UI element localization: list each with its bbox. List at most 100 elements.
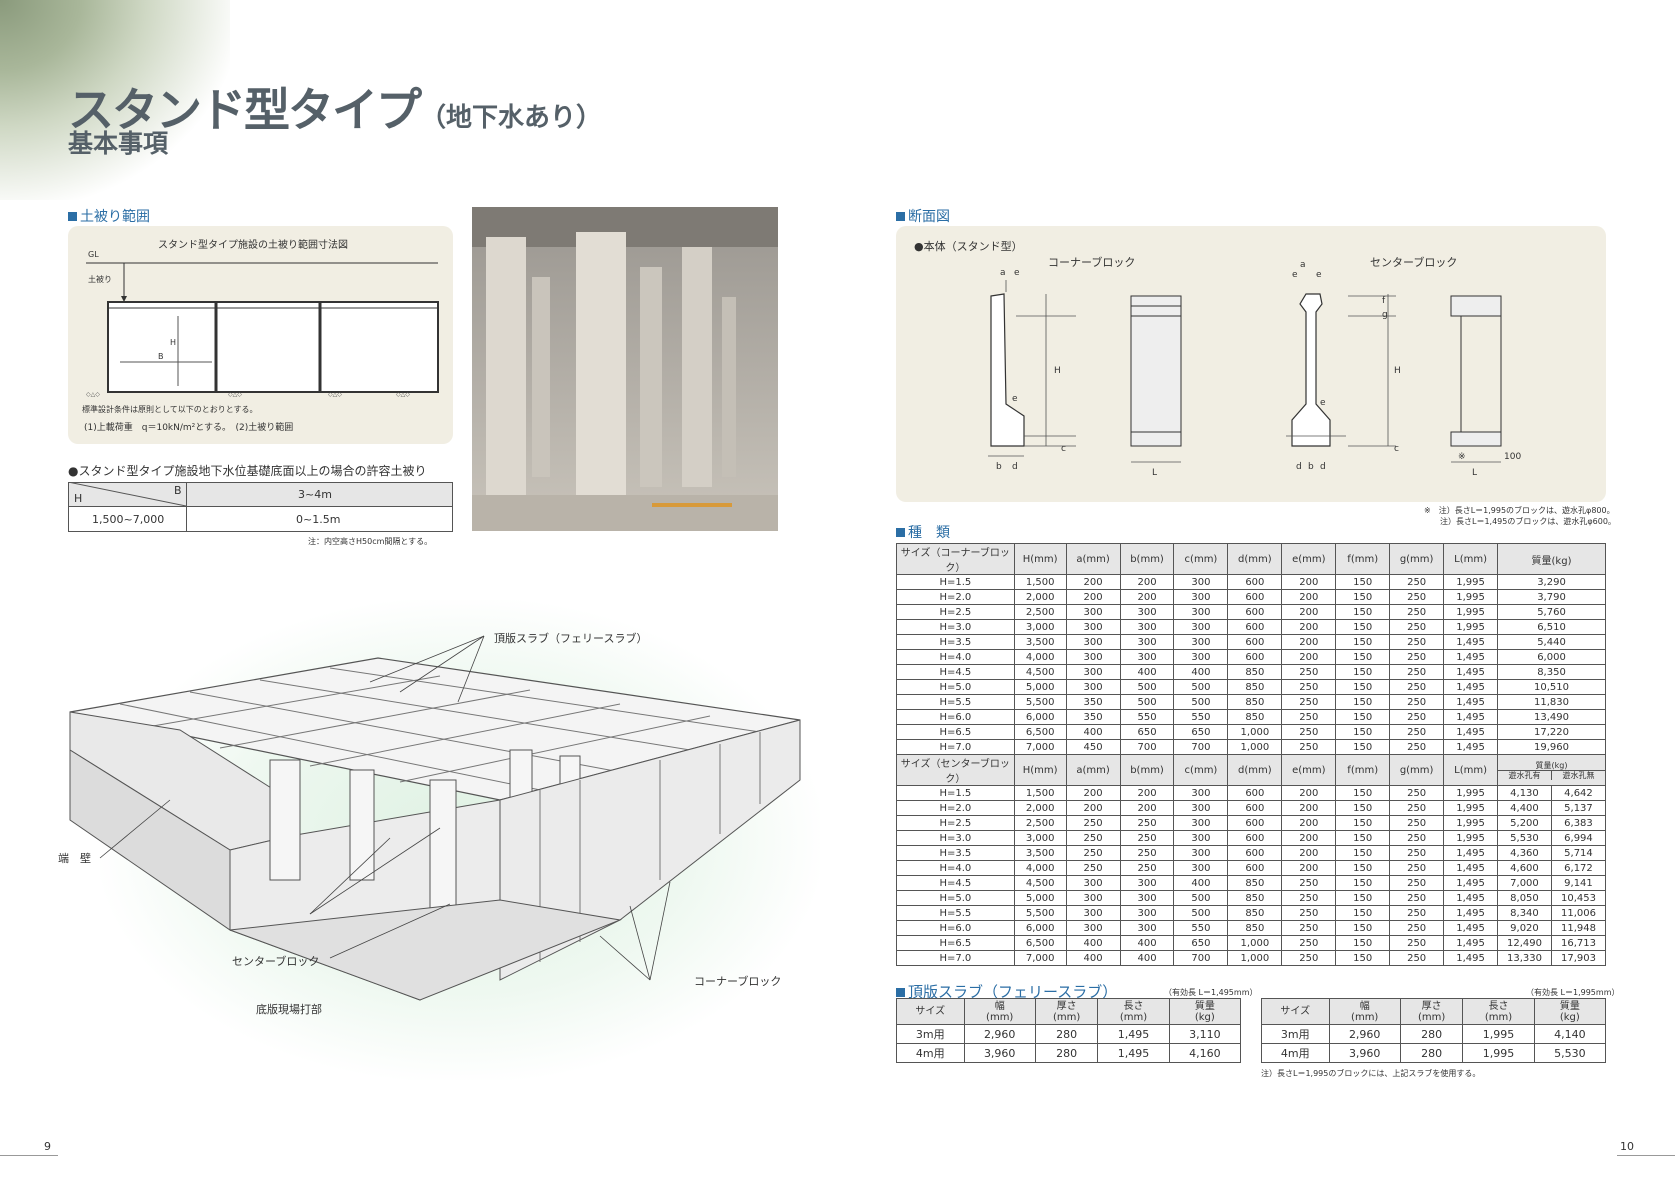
center-table-cell: 250 (1065, 830, 1121, 846)
center-table-cell: 4,400 (1497, 800, 1552, 816)
corner-table-cell: 250 (1389, 679, 1445, 695)
center-table-cell: 250 (1389, 875, 1445, 891)
types-table: サイズ（コーナーブロック）H(mm)a(mm)b(mm)c(mm)d(mm)e(… (896, 543, 1607, 966)
center-table-cell: 250 (1281, 875, 1337, 891)
center-table-cell: 9,141 (1550, 875, 1607, 891)
slab-header-main: サイズ (1280, 1006, 1311, 1017)
label-end-wall: 端 壁 (58, 852, 91, 865)
center-table-cell: 1,995 (1443, 800, 1499, 816)
center-table-cell: 5,530 (1497, 830, 1552, 846)
center-table-cell: H=1.5 (896, 785, 1015, 801)
corner-table-cell: 150 (1335, 739, 1391, 755)
center-table-cell: 2,500 (1013, 815, 1067, 831)
corner-table-cell: 600 (1227, 619, 1283, 635)
dim-h-corner: H (1054, 366, 1061, 376)
corner-table-cell: 3,290 (1497, 574, 1606, 590)
corner-table-cell: 250 (1281, 694, 1337, 710)
corner-table-cell: 11,830 (1497, 694, 1606, 710)
dim-g-center: g (1382, 310, 1388, 320)
dim-l-corner: L (1152, 468, 1158, 478)
corner-table-cell: 250 (1389, 724, 1445, 740)
slab-header-cell: 長さ(mm) (1462, 998, 1535, 1025)
corner-table-cell: 200 (1119, 589, 1175, 605)
center-table-cell: 200 (1281, 800, 1337, 816)
center-table-cell: H=3.5 (896, 845, 1015, 861)
corner-table-cell: 6,500 (1013, 724, 1067, 740)
center-table-cell: 150 (1335, 815, 1391, 831)
center-table-cell: 200 (1281, 845, 1337, 861)
dim-e-center-right: e (1316, 270, 1322, 280)
corner-table-cell: 250 (1281, 709, 1337, 725)
corner-table-cell: H=4.0 (896, 649, 1015, 665)
center-table-cell: 300 (1173, 830, 1229, 846)
center-table-cell: 4,642 (1550, 785, 1607, 801)
center-table-cell: 300 (1065, 875, 1121, 891)
center-table-cell: 300 (1065, 905, 1121, 921)
corner-table-cell: 250 (1389, 649, 1445, 665)
slab-left-note: （有効長 L＝1,495mm） (1164, 988, 1258, 997)
center-table-cell: 5,000 (1013, 890, 1067, 906)
dim-b-center: b (1308, 462, 1314, 472)
center-header-row: サイズ（センターブロック）H(mm)a(mm)b(mm)c(mm)d(mm)e(… (896, 754, 1606, 786)
corner-header-cell: f(mm) (1335, 543, 1391, 575)
center-table-cell: 1,495 (1443, 905, 1499, 921)
corner-table-cell: 300 (1173, 649, 1229, 665)
corner-table-cell: H=2.0 (896, 589, 1015, 605)
slab-right-note: （有効長 L＝1,995mm） (1526, 988, 1620, 997)
allow-b-value: 3~4m (298, 488, 332, 501)
center-block-label: センターブロック (1370, 256, 1458, 269)
corner-table-cell: 300 (1173, 574, 1229, 590)
center-table-cell: 250 (1389, 785, 1445, 801)
allow-b-label: B (174, 484, 182, 497)
corner-header-cell: a(mm) (1065, 543, 1121, 575)
center-table-cell: 5,200 (1497, 815, 1552, 831)
svg-text:◇△◇: ◇△◇ (86, 391, 100, 398)
dim-c-center: c (1394, 444, 1399, 454)
corner-table-cell: 300 (1173, 634, 1229, 650)
cover-note-2: (1)上載荷重 q＝10kN/m²とする。 (2)土被り範囲 (84, 423, 294, 433)
corner-table-cell: 200 (1281, 574, 1337, 590)
center-table-cell: 200 (1119, 785, 1175, 801)
center-table-cell: 5,137 (1550, 800, 1607, 816)
center-table-cell: 150 (1335, 785, 1391, 801)
corner-table-cell: 1,995 (1443, 589, 1499, 605)
slab-table-cell: 4,160 (1168, 1043, 1242, 1063)
center-table-cell: 600 (1227, 830, 1283, 846)
corner-table-cell: 500 (1119, 694, 1175, 710)
corner-table-cell: 850 (1227, 664, 1283, 680)
corner-table-cell: 250 (1281, 679, 1337, 695)
corner-header-cell: L(mm) (1443, 543, 1499, 575)
corner-header-cell: d(mm) (1227, 543, 1283, 575)
corner-table-cell: 200 (1281, 589, 1337, 605)
center-table-cell: 550 (1173, 920, 1229, 936)
dim-a-corner: a (1000, 268, 1006, 278)
center-table-cell: H=4.0 (896, 860, 1015, 876)
corner-table-cell: 19,960 (1497, 739, 1606, 755)
center-table-cell: 4,500 (1013, 875, 1067, 891)
center-table-cell: 400 (1065, 935, 1121, 951)
page-number-left: 9 (44, 1140, 51, 1153)
corner-table-cell: 1,995 (1443, 619, 1499, 635)
corner-table-cell: 300 (1065, 649, 1121, 665)
cover-diagram: ◇△◇ ◇△◇ ◇△◇ ◇△◇ (86, 262, 439, 398)
slab-header-main: 質量 (1194, 1000, 1215, 1012)
center-table-cell: 850 (1227, 920, 1283, 936)
corner-table-cell: 200 (1065, 589, 1121, 605)
center-table-cell: 200 (1281, 785, 1337, 801)
center-table-cell: 11,006 (1550, 905, 1607, 921)
center-header-cell: b(mm) (1119, 754, 1175, 786)
corner-table-cell: 150 (1335, 589, 1391, 605)
corner-table-cell: 17,220 (1497, 724, 1606, 740)
corner-table-cell: 250 (1389, 739, 1445, 755)
center-mass-sub-label: 遊水孔無 (1552, 769, 1606, 780)
corner-table-cell: H=1.5 (896, 574, 1015, 590)
center-table-cell: 300 (1119, 905, 1175, 921)
center-table-cell: 300 (1173, 785, 1229, 801)
corner-table-cell: 300 (1065, 619, 1121, 635)
